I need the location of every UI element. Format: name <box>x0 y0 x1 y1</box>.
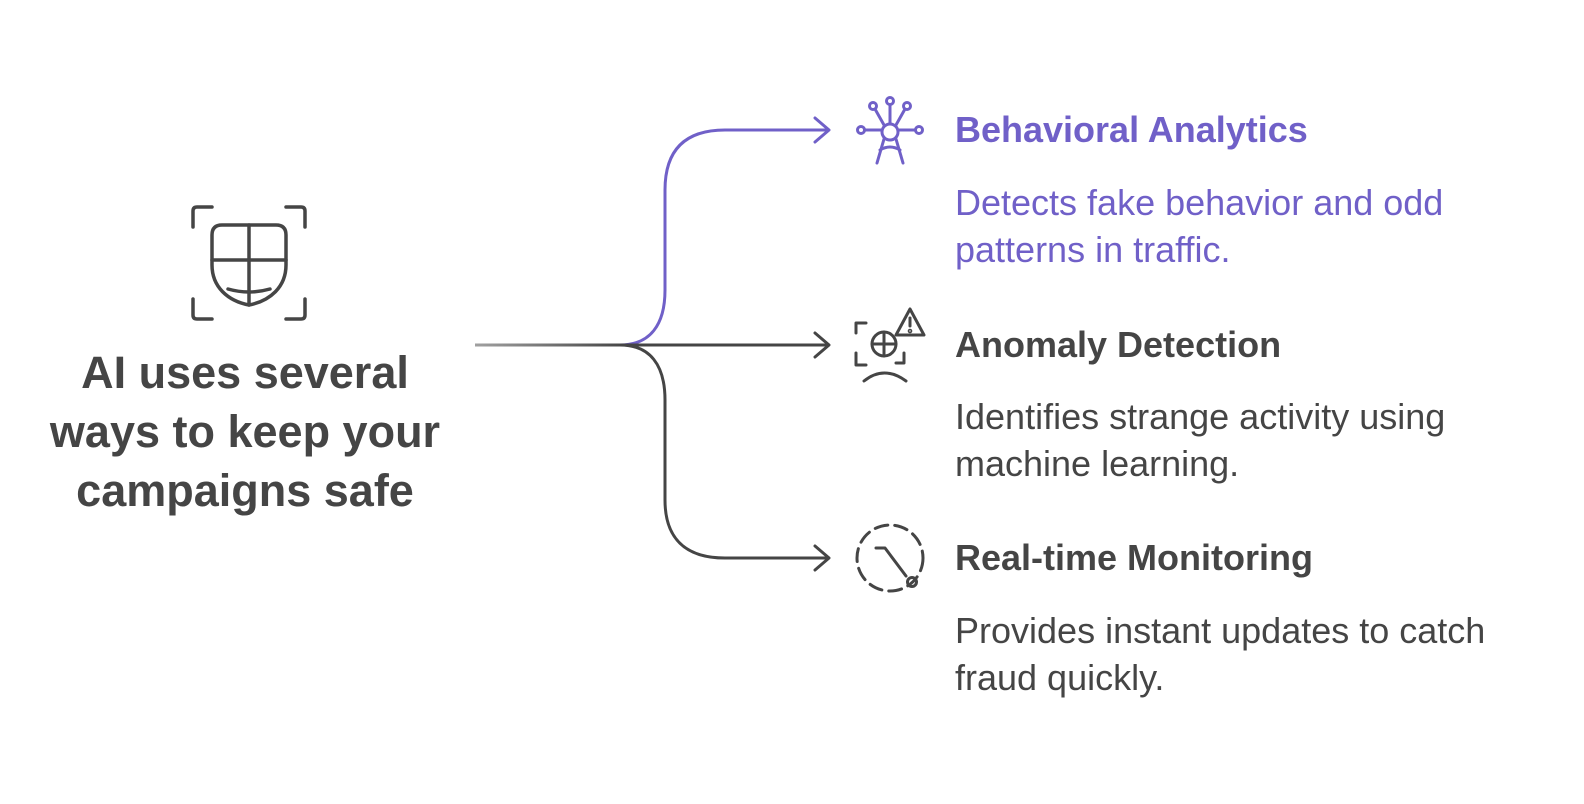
branch-description-anomaly-detection: Identifies strange activity using machin… <box>955 396 1446 484</box>
arrowhead-anomaly-detection <box>813 331 831 359</box>
branch-title-realtime-monitoring: Real-time Monitoring <box>955 537 1313 578</box>
connector-behavioral-analytics <box>619 128 828 347</box>
branch-title-behavioral-analytics: Behavioral Analytics <box>955 109 1308 150</box>
hub-title: AI uses several ways to keep your campai… <box>49 347 441 516</box>
realtime-gauge-icon <box>850 518 930 598</box>
arrowhead-realtime-monitoring <box>813 544 831 572</box>
branch-description-behavioral-analytics: Detects fake behavior and odd patterns i… <box>955 182 1444 270</box>
user-network-icon <box>850 92 930 172</box>
connector-realtime-monitoring <box>619 343 828 560</box>
branch-description-realtime-monitoring: Provides instant updates to catch fraud … <box>955 610 1486 698</box>
branch-title-anomaly-detection: Anomaly Detection <box>955 324 1282 365</box>
shield-scan-icon <box>188 203 310 323</box>
arrowhead-behavioral-analytics <box>813 116 831 144</box>
anomaly-warning-icon <box>850 305 930 385</box>
